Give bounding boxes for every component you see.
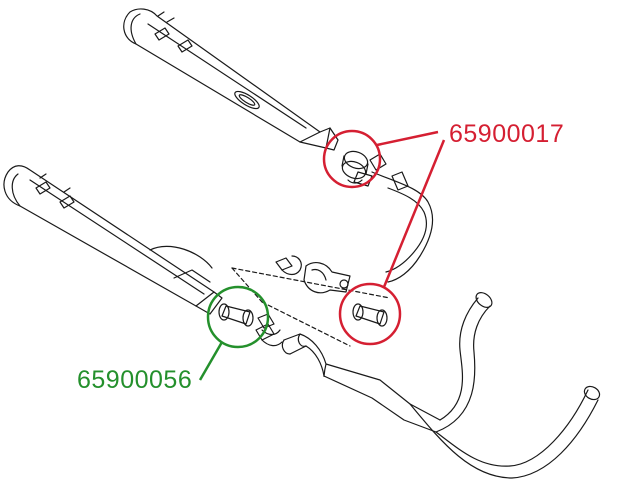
coupler-mid: [352, 303, 388, 327]
leader-line-red-2: [382, 139, 446, 288]
lower-muffler: [3, 165, 223, 315]
upper-head-pipe: [347, 153, 434, 283]
part-number-label-green: 65900056: [77, 366, 193, 394]
mid-hardware: [231, 255, 391, 347]
lower-head-pipe: [255, 292, 601, 479]
callout-circle-mid: [338, 282, 402, 346]
coupler-upper: [341, 150, 369, 180]
leader-line-red-1: [376, 130, 439, 147]
part-number-label-red: 65900017: [449, 120, 565, 148]
coupler-lower: [218, 303, 281, 336]
leader-line-green: [198, 341, 224, 381]
callout-circle-upper: [322, 129, 382, 189]
callout-circle-lower: [206, 285, 270, 349]
upper-muffler: [123, 8, 339, 151]
